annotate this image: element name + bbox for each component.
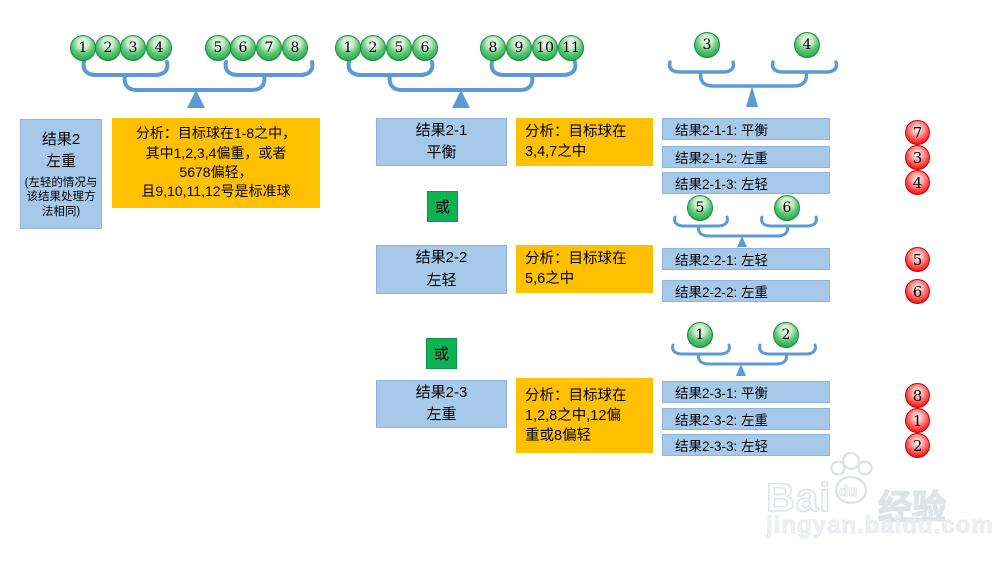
watermark-brand-prefix: Bai — [765, 475, 832, 521]
fulcrum-triangle-icon — [736, 364, 746, 376]
green-ball: 1 — [335, 35, 361, 61]
analysis2-2-box: 分析：目标球在 5,6之中 — [516, 245, 653, 293]
analysis2-1-line: 3,4,7之中 — [525, 144, 587, 160]
green-ball: 9 — [506, 35, 532, 61]
green-ball: 10 — [532, 35, 558, 61]
result-row-2-1-3: 结果2-1-3: 左轻 — [662, 172, 830, 194]
watermark-brand-mid: du — [838, 483, 858, 501]
green-ball: 3 — [120, 35, 146, 61]
answer-ball: 4 — [905, 170, 930, 195]
analysis2-1-line: 分析：目标球在 — [525, 124, 627, 140]
result2-3-title: 结果2-3 — [415, 383, 468, 401]
or-connector-2: 或 — [426, 338, 457, 369]
green-ball: 11 — [558, 35, 584, 61]
answer-ball: 8 — [905, 383, 930, 408]
balance-scale-2-frame — [346, 60, 578, 108]
result2-1-title: 结果2-1 — [415, 121, 468, 139]
balance-scale-5-frame — [671, 343, 817, 376]
analysis-main-box: 分析：目标球在1-8之中， 其中1,2,3,4偏重，或者 5678偏轻， 且9,… — [112, 118, 320, 208]
result-row-2-2-1: 结果2-2-1: 左轻 — [662, 248, 830, 270]
analysis2-2-line: 5,6之中 — [525, 271, 575, 287]
green-ball: 2 — [95, 35, 121, 61]
result2-2-verdict: 左轻 — [426, 271, 457, 289]
result2-3-verdict: 左重 — [426, 406, 457, 423]
answer-ball: 2 — [905, 433, 930, 458]
result-row-2-2-2: 结果2-2-2: 左重 — [662, 280, 830, 302]
analysis-main-line: 且9,10,11,12号是标准球 — [141, 183, 291, 200]
green-ball: 7 — [256, 35, 282, 61]
green-ball: 1 — [70, 35, 96, 61]
result-row-2-3-2: 结果2-3-2: 左重 — [662, 408, 830, 430]
analysis-main-line: 其中1,2,3,4偏重，或者 — [145, 144, 287, 161]
result-row-2-3-3: 结果2-3-3: 左轻 — [662, 434, 830, 456]
green-ball: 4 — [146, 35, 172, 61]
analysis2-3-line: 重或8偏轻 — [525, 427, 592, 444]
fulcrum-triangle-icon — [737, 236, 747, 247]
green-ball: 6 — [774, 195, 800, 221]
result-row-2-3-1: 结果2-3-1: 平衡 — [662, 381, 830, 403]
analysis2-3-line: 1,2,8之中,12偏 — [525, 407, 621, 424]
balance-scale-1-frame — [81, 60, 315, 108]
answer-ball: 1 — [905, 408, 930, 433]
answer-ball: 3 — [905, 145, 930, 170]
result2-2-title: 结果2-2 — [415, 249, 468, 266]
answer-ball: 5 — [905, 247, 930, 272]
result-row-2-1-1: 结果2-1-1: 平衡 — [662, 118, 830, 140]
fulcrum-triangle-icon — [187, 90, 205, 108]
fulcrum-triangle-icon — [746, 86, 758, 107]
analysis2-3-line: 分析：目标球在 — [525, 387, 627, 404]
baidu-paw-icon — [830, 452, 873, 505]
green-ball: 5 — [205, 35, 231, 61]
result2-3-box: 结果2-3 左重 — [376, 380, 507, 428]
result-row-2-1-2: 结果2-1-2: 左重 — [662, 146, 830, 168]
green-ball: 4 — [794, 32, 820, 58]
balance-scale-4-frame — [673, 215, 818, 247]
analysis2-1-box: 分析：目标球在 3,4,7之中 — [516, 118, 653, 166]
answer-ball: 7 — [905, 120, 930, 145]
green-ball: 3 — [694, 32, 720, 58]
analysis-main-line: 分析：目标球在1-8之中， — [135, 125, 297, 142]
result2-verdict: 左重 — [45, 153, 76, 171]
result2-1-verdict: 平衡 — [426, 144, 457, 161]
analysis-main-line: 5678偏轻， — [179, 164, 253, 180]
watermark-brand-suffix: 经验 — [877, 488, 947, 528]
green-ball: 6 — [412, 35, 438, 61]
green-ball: 5 — [687, 195, 713, 221]
green-ball: 5 — [386, 35, 412, 61]
balance-scale-3-frame — [667, 60, 839, 107]
green-ball: 2 — [773, 322, 799, 348]
analysis2-2-line: 分析：目标球在 — [525, 251, 627, 267]
green-ball: 2 — [360, 35, 386, 61]
result2-title: 结果2 — [41, 130, 81, 148]
result2-1-box: 结果2-1 平衡 — [376, 118, 507, 166]
result2-box: 结果2 左重 (左轻的情况与该结果处理方法相同) — [20, 119, 102, 229]
green-ball: 8 — [282, 35, 308, 61]
result2-2-box: 结果2-2 左轻 — [376, 245, 507, 294]
answer-ball: 6 — [905, 279, 930, 304]
result2-note: (左轻的情况与该结果处理方法相同) — [24, 176, 98, 218]
green-ball: 1 — [687, 322, 713, 348]
or-connector-1: 或 — [427, 191, 458, 222]
analysis2-3-box: 分析：目标球在 1,2,8之中,12偏 重或8偏轻 — [516, 378, 653, 453]
watermark-url: jingyan.baidu.com — [766, 512, 994, 540]
fulcrum-triangle-icon — [452, 90, 470, 108]
green-ball: 6 — [230, 35, 256, 61]
green-ball: 8 — [480, 35, 506, 61]
